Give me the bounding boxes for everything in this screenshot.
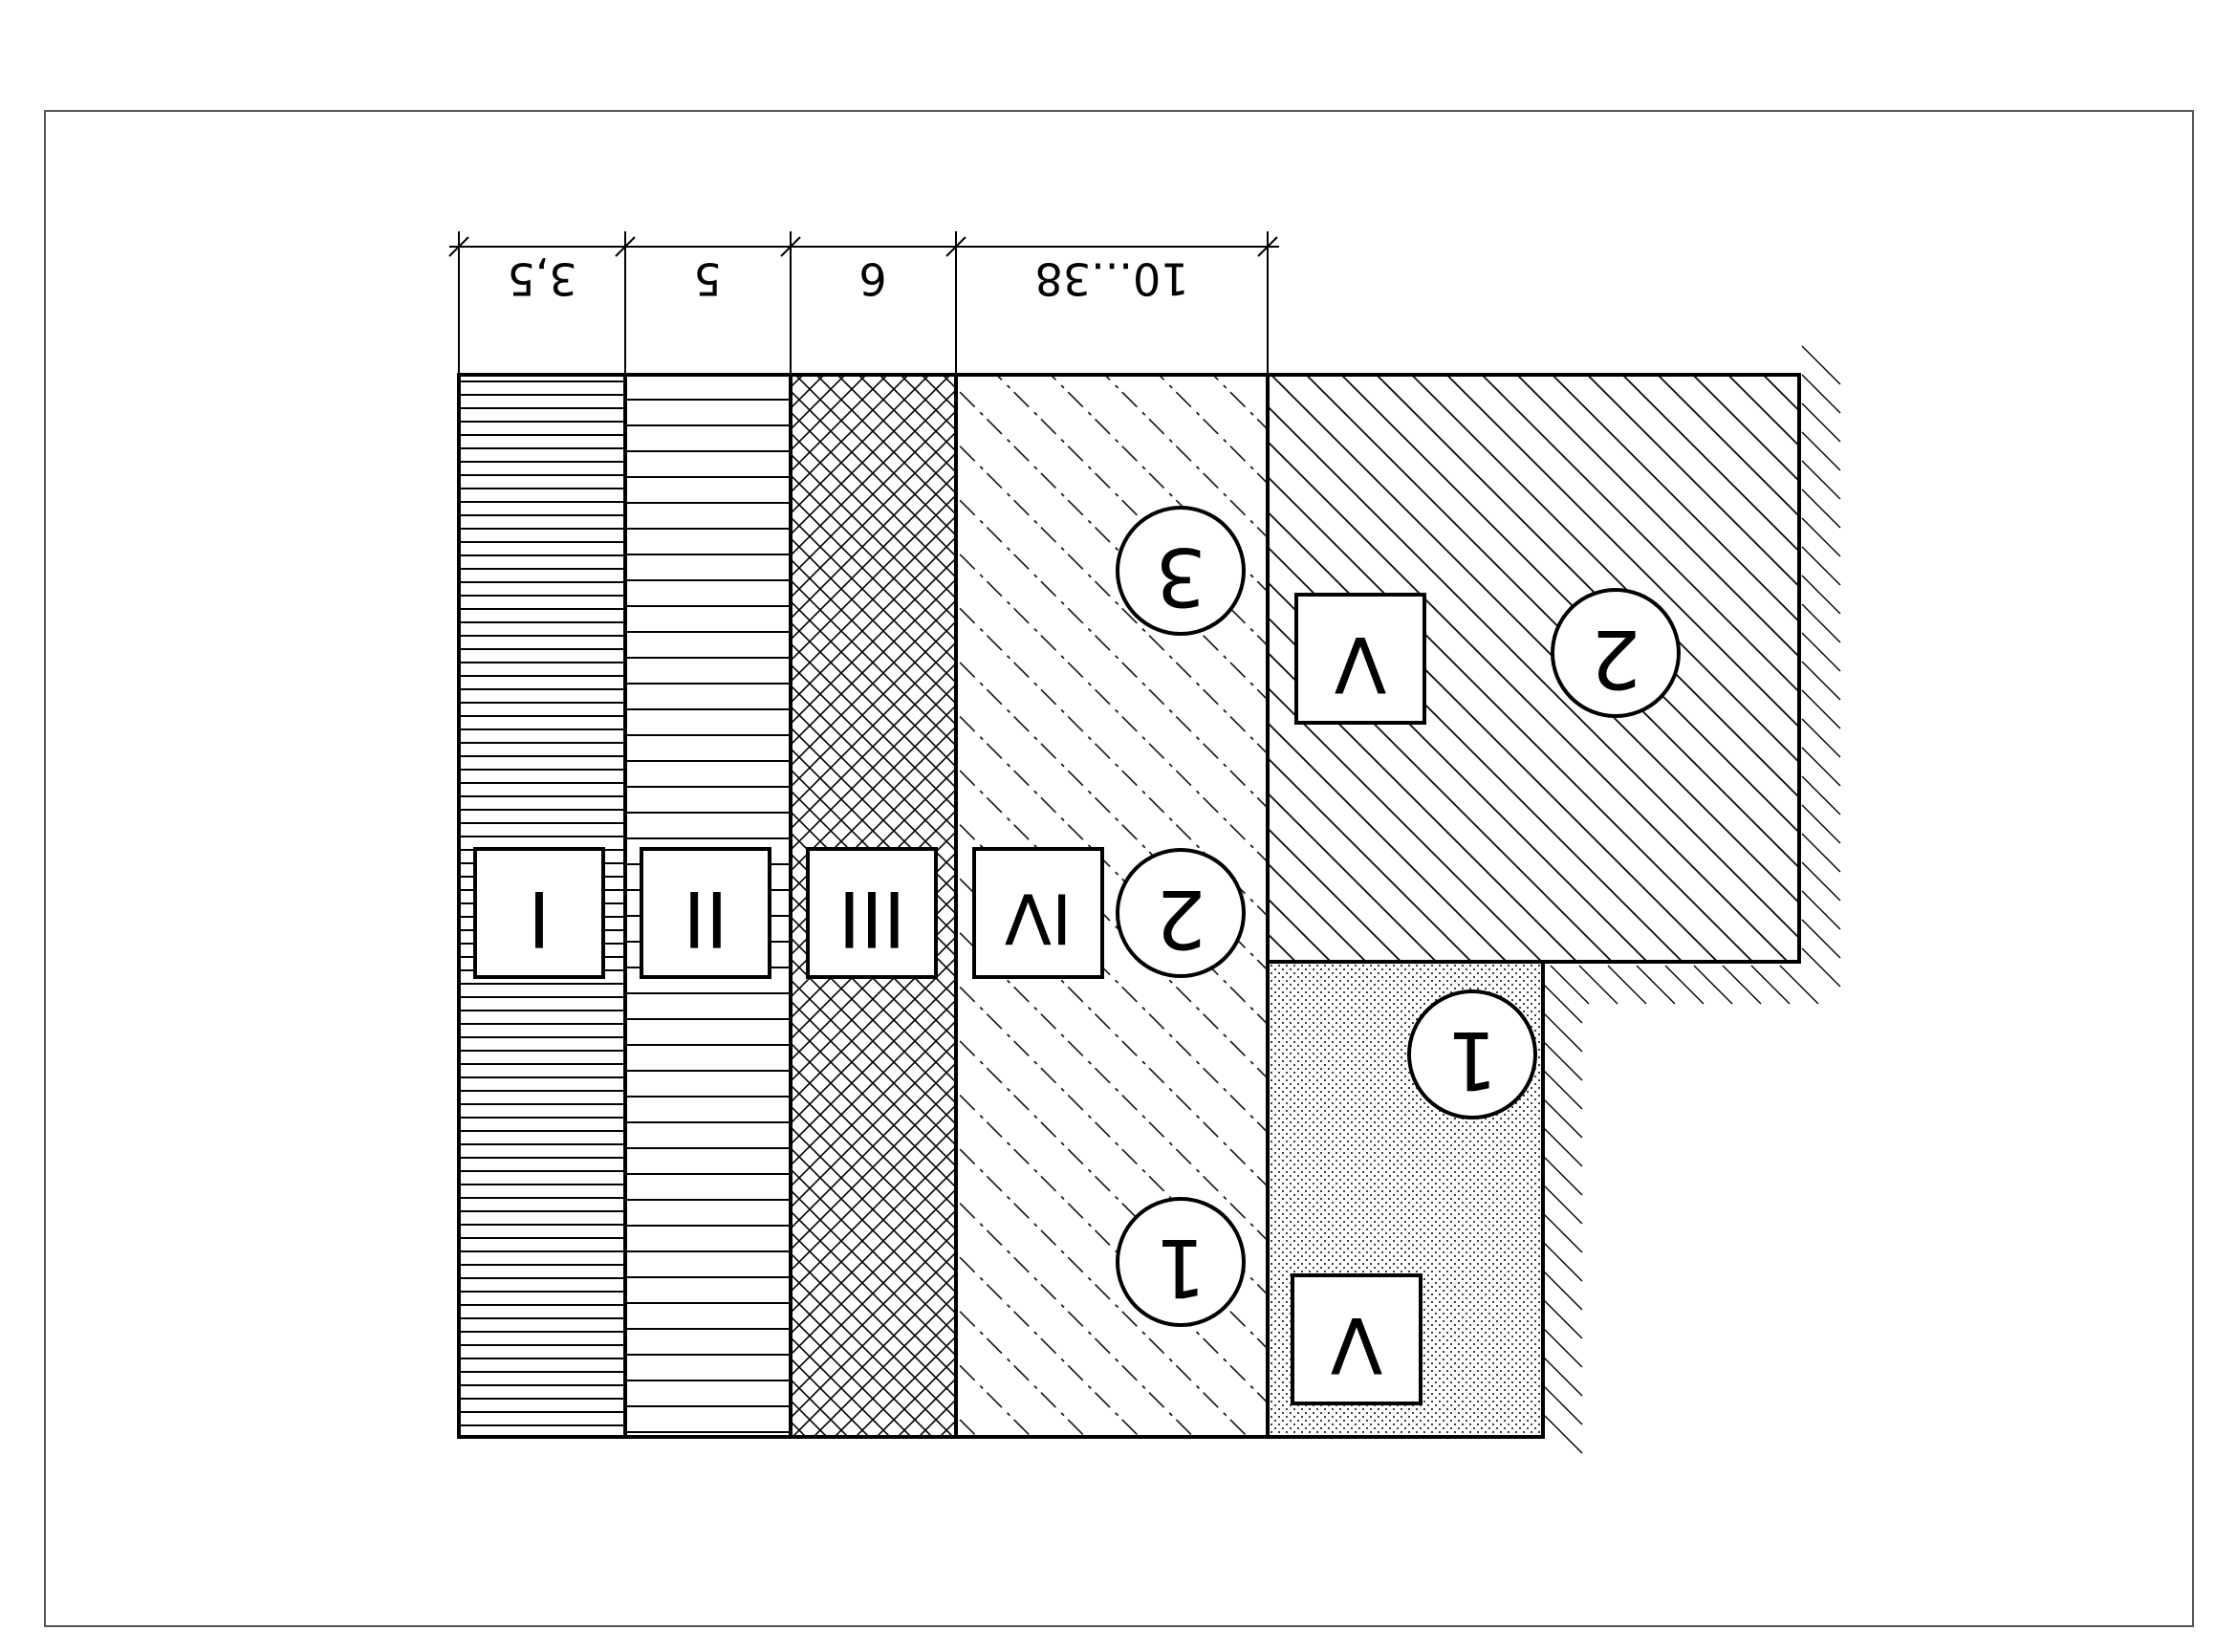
dimension-label-3: 6 xyxy=(858,253,886,305)
svg-text:IV: IV xyxy=(1005,878,1073,958)
dimension-text: 5 xyxy=(693,253,721,305)
layer-mark-III: III xyxy=(806,847,938,979)
svg-text:2: 2 xyxy=(1155,872,1205,966)
circle-number: 3 xyxy=(1116,506,1246,636)
dimension-text: 6 xyxy=(858,253,886,305)
circle-number: 2 xyxy=(1551,588,1681,718)
zone-mark-upper: V xyxy=(1294,593,1426,725)
dimension-chain xyxy=(448,231,1279,375)
svg-text:1: 1 xyxy=(1446,1013,1497,1107)
svg-text:I: I xyxy=(528,874,551,963)
svg-text:1: 1 xyxy=(1155,1221,1205,1315)
layer-mark-IV: IV xyxy=(972,847,1104,979)
circle-number: 1 xyxy=(1407,989,1537,1119)
svg-text:II: II xyxy=(683,874,728,963)
dimension-label-2: 5 xyxy=(693,253,721,305)
ground-hatch xyxy=(1543,345,1841,1454)
dimension-text: 10...38 xyxy=(1035,253,1189,305)
circle-number: 1 xyxy=(1116,1197,1246,1327)
svg-text:3: 3 xyxy=(1155,530,1205,623)
svg-text:V: V xyxy=(1334,620,1386,708)
svg-text:V: V xyxy=(1330,1300,1382,1389)
layer-mark-II: II xyxy=(640,847,771,979)
circle-number: 2 xyxy=(1116,848,1246,978)
sheet-frame xyxy=(44,110,2194,1627)
layer-mark-I: I xyxy=(473,847,605,979)
zone-mark-lower: V xyxy=(1291,1273,1423,1405)
dimension-text: 3,5 xyxy=(507,253,576,305)
dimension-label-4: 10...38 xyxy=(1035,253,1189,305)
dimension-label-1: 3,5 xyxy=(507,253,576,305)
svg-text:2: 2 xyxy=(1590,612,1640,706)
svg-text:III: III xyxy=(838,874,906,963)
